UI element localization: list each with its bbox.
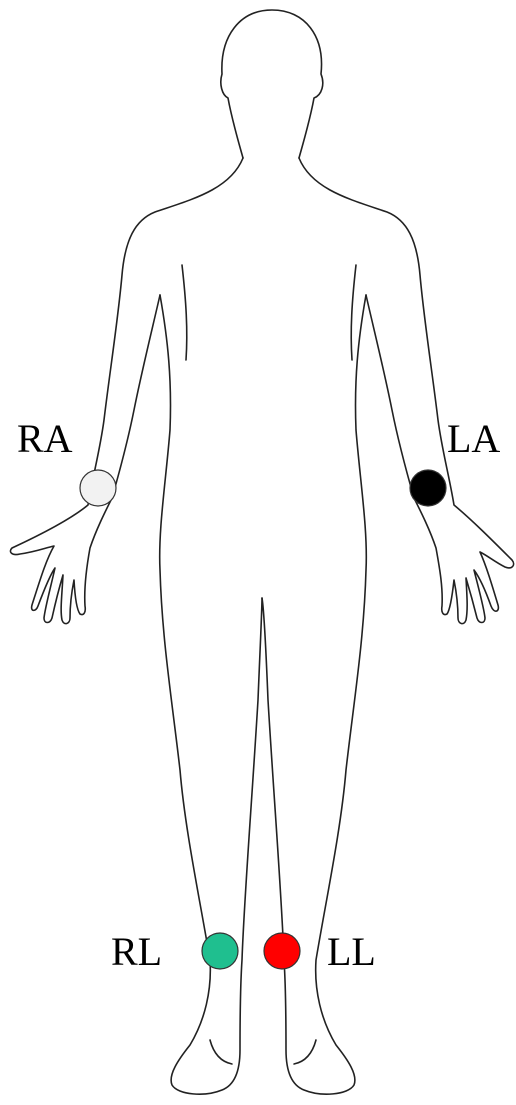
ra-label: RA bbox=[17, 419, 73, 459]
la-electrode bbox=[410, 470, 446, 506]
ll-electrode bbox=[264, 933, 300, 969]
ll-label: LL bbox=[327, 932, 376, 972]
rl-electrode bbox=[202, 933, 238, 969]
la-label: LA bbox=[447, 419, 500, 459]
ra-electrode bbox=[80, 470, 116, 506]
rl-label: RL bbox=[111, 932, 162, 972]
